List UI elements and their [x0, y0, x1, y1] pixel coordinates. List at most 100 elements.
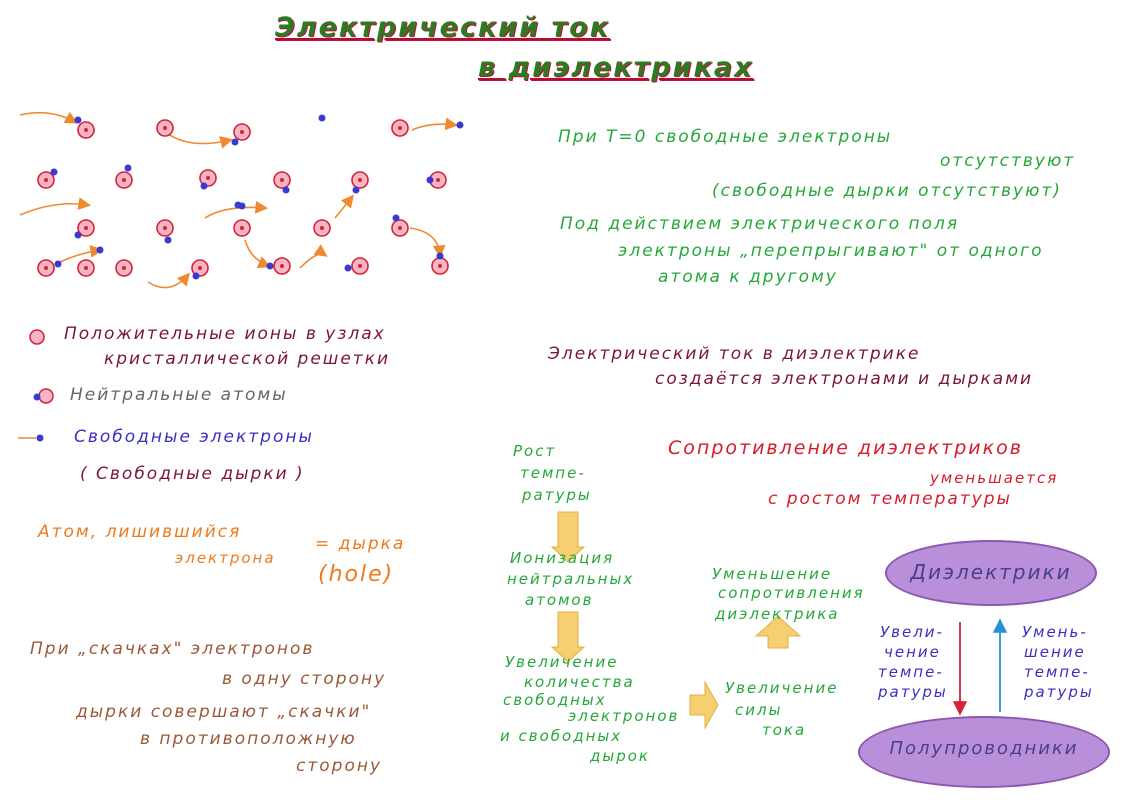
lattice-atom: [156, 119, 174, 137]
legend-free-holes: ( Свободные дырки ): [80, 464, 305, 484]
electron-dot: [124, 164, 132, 172]
temp-down-1: Умень-: [1022, 623, 1088, 641]
ion-core: [240, 130, 244, 134]
hop-arrow: [19, 111, 78, 124]
flow-increase-2: количества: [524, 673, 635, 691]
ion-core: [358, 178, 362, 182]
temp-down-3: темпе-: [1024, 663, 1090, 681]
electron-dot: [50, 168, 58, 176]
flow-ionization-2: нейтральных: [507, 570, 635, 588]
hole-def-line-2: электрона: [175, 549, 276, 567]
chevron-right: [689, 680, 719, 730]
lattice-atom: [156, 219, 174, 244]
hop-arrow: [244, 239, 271, 268]
temp-down-2: шение: [1024, 643, 1086, 661]
ion-core: [398, 226, 402, 230]
chevron-up: [754, 615, 802, 649]
legend-ions-line-1: Положительные ионы в узлах: [64, 324, 386, 344]
lattice-atom: [351, 171, 369, 194]
t0-line-3: (свободные дырки отсутствуют): [712, 181, 1062, 201]
hole-def-equals: = дырка: [315, 534, 406, 554]
hop-arrow: [164, 131, 234, 149]
hole-def-line-1: Атом, лишившийся: [38, 522, 242, 542]
ion-core: [163, 226, 167, 230]
temp-up-3: темпе-: [878, 663, 944, 681]
hop-arrow: [19, 197, 92, 216]
lattice-atom: [199, 169, 217, 190]
ion-core: [84, 266, 88, 270]
flow-current-up-1: Увеличение: [725, 679, 839, 697]
ion-core: [84, 226, 88, 230]
ion-core: [163, 126, 167, 130]
lattice-atom: [266, 257, 291, 275]
electron-dot: [392, 214, 400, 222]
jumps-line-5: сторону: [296, 756, 383, 776]
hop-arrow: [411, 117, 459, 131]
semiconductors-blob: Полупроводники: [858, 716, 1110, 788]
flow-increase-6: дырок: [590, 747, 650, 765]
lattice-atom: [77, 259, 95, 277]
current-line-1: Электрический ток в диэлектрике: [548, 344, 921, 364]
temp-down-4: ратуры: [1024, 683, 1094, 701]
flow-increase-4: электронов: [568, 707, 680, 725]
legend-atom-symbol: [38, 388, 54, 404]
electron-dot: [436, 252, 444, 260]
legend-neutral-atoms: Нейтральные атомы: [70, 385, 288, 405]
jumps-line-4: в противоположную: [140, 729, 357, 749]
flow-increase-1: Увеличение: [505, 653, 619, 671]
dielectrics-blob: Диэлектрики: [885, 540, 1097, 606]
lattice-atom: [37, 168, 58, 189]
free-electron-dot: [456, 121, 464, 129]
ion-core: [436, 178, 440, 182]
resistance-line-1: Сопротивление диэлектриков: [668, 437, 1023, 459]
legend-ion-symbol: [29, 329, 45, 345]
lattice-atom: [313, 219, 331, 237]
legend-electron-symbol: [36, 434, 44, 442]
lattice-atom: [431, 252, 449, 275]
lattice-atom: [426, 171, 447, 189]
hop-arrow: [204, 200, 269, 219]
free-electron-dot: [96, 246, 104, 254]
flow-increase-3: свободных: [503, 691, 607, 709]
electron-dot: [426, 176, 434, 184]
lattice-atom: [37, 259, 62, 277]
hole-def-english: (hole): [318, 562, 395, 587]
hop-arrow: [299, 244, 328, 269]
legend-atom-electron: [33, 393, 41, 401]
field-line-1: Под действием электрического поля: [560, 214, 960, 234]
electron-dot: [231, 138, 239, 146]
hop-arrow: [334, 194, 355, 219]
electron-dot: [74, 116, 82, 124]
ion-core: [280, 264, 284, 268]
flow-chevrons: [550, 511, 802, 730]
ion-core: [44, 266, 48, 270]
chevron-down-2: [550, 611, 586, 663]
title-line-1: Электрический ток: [275, 12, 611, 43]
jumps-line-1: При „скачках" электронов: [30, 639, 315, 659]
ion-core: [122, 178, 126, 182]
flow-res-down-2: сопротивления: [718, 584, 865, 602]
ion-core: [320, 226, 324, 230]
electron-dot: [164, 236, 172, 244]
electron-dot: [200, 182, 208, 190]
ion-core: [44, 178, 48, 182]
t0-line-2: отсутствуют: [940, 151, 1076, 171]
temp-up-1: Увели-: [880, 623, 944, 641]
resistance-line-2: уменьшается: [930, 469, 1059, 487]
electron-dot: [54, 260, 62, 268]
legend-symbols: [18, 329, 54, 442]
ion-core: [240, 226, 244, 230]
field-line-2: электроны „перепрыгивают" от одного: [618, 241, 1044, 261]
current-line-2: создаётся электронами и дырками: [655, 369, 1034, 389]
flow-temp-rise-3: ратуры: [522, 486, 592, 504]
temp-up-4: ратуры: [878, 683, 948, 701]
jumps-line-3: дырки совершают „скачки": [76, 702, 372, 722]
lattice-atom: [191, 259, 209, 280]
temp-up-2: чение: [884, 643, 941, 661]
lattice-atom: [115, 259, 133, 277]
ion-core: [198, 266, 202, 270]
flow-ionization-1: Ионизация: [510, 549, 615, 567]
resistance-line-3: с ростом температуры: [768, 489, 1012, 509]
lattice-atom: [74, 219, 95, 239]
